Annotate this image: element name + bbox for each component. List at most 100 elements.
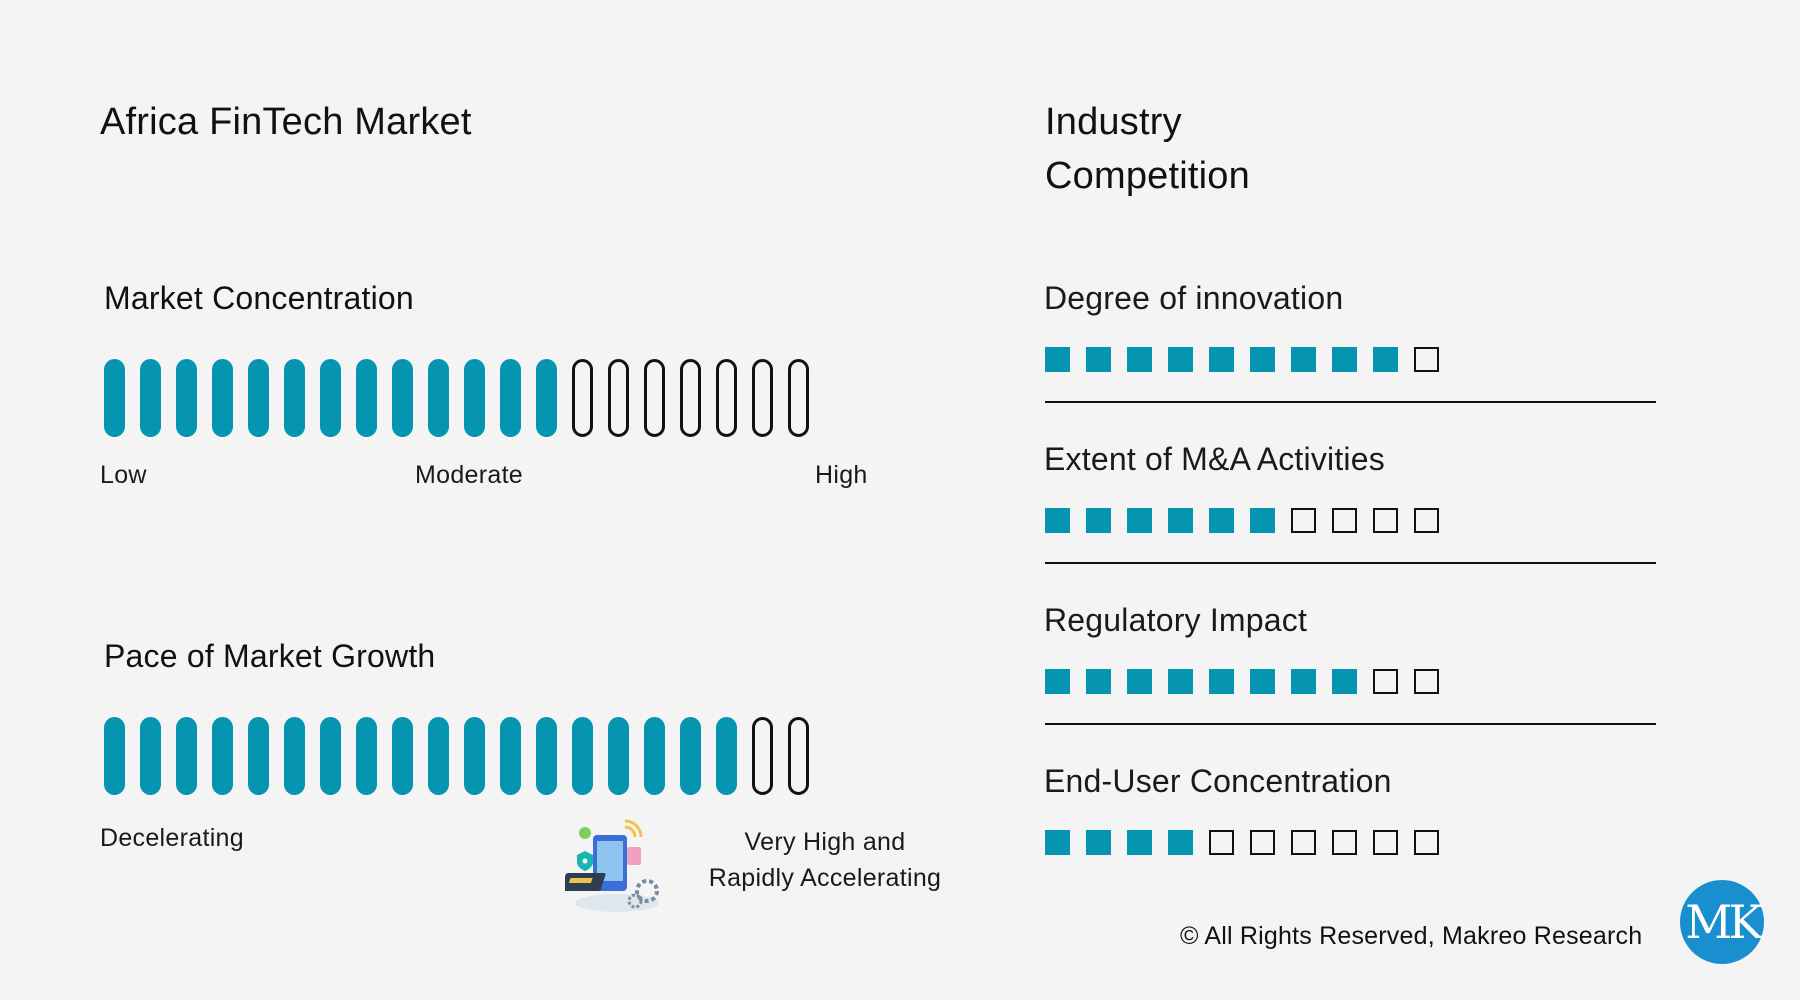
rating-square [1086,669,1111,694]
market-growth-segment [140,717,161,795]
concentration-low-label: Low [100,461,147,489]
market-growth-segment [464,717,485,795]
rating-square [1127,347,1152,372]
growth-accelerating-line2: Rapidly Accelerating [708,864,942,892]
market-growth-segment [500,717,521,795]
rating-square [1209,669,1234,694]
metric-label: End-User Concentration [1044,763,1392,799]
rating-square [1291,830,1316,855]
market-concentration-segment [392,359,413,437]
market-concentration-segment [248,359,269,437]
market-growth-segment [608,717,629,795]
rating-square [1291,508,1316,533]
market-growth-segment [284,717,305,795]
industry-competition-title-line1: Industry [1045,101,1182,143]
market-concentration-segment [212,359,233,437]
market-growth-segment [644,717,665,795]
market-concentration-segment [644,359,665,437]
rating-square [1127,508,1152,533]
market-concentration-segment [752,359,773,437]
market-growth-heading: Pace of Market Growth [104,638,436,674]
metric-rating [1045,347,1439,372]
rating-square [1332,830,1357,855]
rating-square [1209,508,1234,533]
market-concentration-segment [500,359,521,437]
metric-label: Extent of M&A Activities [1044,441,1385,477]
metric-rating [1045,830,1439,855]
concentration-moderate-label: Moderate [415,461,524,489]
metric-divider [1045,723,1656,725]
market-growth-segment [176,717,197,795]
market-growth-segment [212,717,233,795]
rating-square [1414,347,1439,372]
market-concentration-segment [680,359,701,437]
rating-square [1127,669,1152,694]
market-concentration-segment [140,359,161,437]
growth-decelerating-label: Decelerating [100,824,244,852]
market-concentration-segment [716,359,737,437]
rating-square [1373,347,1398,372]
market-growth-segment [536,717,557,795]
rating-square [1045,508,1070,533]
rating-square [1086,508,1111,533]
market-concentration-segment [104,359,125,437]
market-growth-segment [320,717,341,795]
rating-square [1086,830,1111,855]
market-concentration-segment [608,359,629,437]
rating-square [1250,508,1275,533]
market-growth-segment [680,717,701,795]
rating-square [1209,830,1234,855]
rating-square [1045,830,1070,855]
industry-competition-title: Industry Competition [1045,95,1250,203]
growth-accelerating-label: Very High and Rapidly Accelerating [680,824,970,896]
metric-rating [1045,669,1439,694]
market-growth-segment [752,717,773,795]
market-concentration-segment [536,359,557,437]
industry-competition-title-line2: Competition [1045,155,1250,197]
rating-square [1332,347,1357,372]
market-concentration-segment [284,359,305,437]
rating-square [1168,508,1193,533]
rating-square [1373,508,1398,533]
page-title: Africa FinTech Market [100,101,472,143]
rating-square [1414,508,1439,533]
market-growth-segment [392,717,413,795]
rating-square [1086,347,1111,372]
rating-square [1291,669,1316,694]
rating-square [1250,830,1275,855]
market-concentration-segment [572,359,593,437]
market-growth-segment [104,717,125,795]
market-growth-segment [356,717,377,795]
market-growth-segment [248,717,269,795]
rating-square [1414,669,1439,694]
rating-square [1127,830,1152,855]
market-concentration-heading: Market Concentration [104,280,414,316]
rating-square [1291,347,1316,372]
rating-square [1168,830,1193,855]
market-concentration-segment [356,359,377,437]
copyright-text: © All Rights Reserved, Makreo Research [1180,922,1643,950]
rating-square [1373,830,1398,855]
market-growth-gauge [104,717,809,795]
market-growth-segment [428,717,449,795]
market-growth-segment [716,717,737,795]
market-concentration-segment [428,359,449,437]
rating-square [1168,669,1193,694]
metric-label: Regulatory Impact [1044,602,1308,638]
rating-square [1373,669,1398,694]
market-concentration-segment [464,359,485,437]
metric-label: Degree of innovation [1044,280,1344,316]
rating-square [1332,508,1357,533]
market-growth-segment [788,717,809,795]
metric-divider [1045,401,1656,403]
makreo-logo: MK [1680,880,1764,964]
rating-square [1209,347,1234,372]
rating-square [1168,347,1193,372]
rating-square [1250,669,1275,694]
market-concentration-segment [176,359,197,437]
metric-rating [1045,508,1439,533]
rating-square [1332,669,1357,694]
fintech-devices-illustration-icon [560,815,670,915]
rating-square [1045,347,1070,372]
market-concentration-segment [788,359,809,437]
